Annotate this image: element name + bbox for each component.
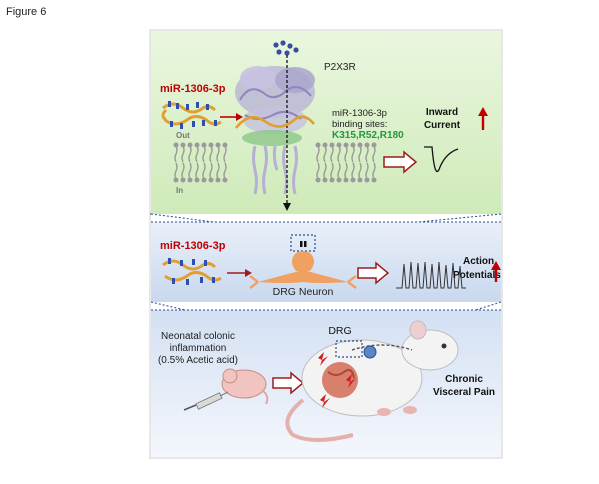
treatment-line3: (0.5% Acetic acid) <box>158 355 238 366</box>
atp-molecules-icon <box>273 40 299 56</box>
top-panel: miR-1306-3p Out In P2X3R miR-1306-3p bin… <box>151 31 501 214</box>
effect-arrow-middle <box>357 261 390 285</box>
outcome-line2: Visceral Pain <box>433 387 495 398</box>
membrane-left <box>174 145 227 180</box>
binding-arrow-icon-middle <box>245 269 252 277</box>
effect-arrow-top <box>383 150 418 174</box>
drg-ganglion-icon <box>363 345 377 359</box>
membrane-heads-left <box>173 142 228 183</box>
increase-arrow-icon-top <box>478 107 488 130</box>
current-label-line1: Inward <box>426 107 458 118</box>
drg-neuron-icon <box>249 251 357 289</box>
middle-panel: DRG Neuron miR-1306-3p Action Potentials <box>151 221 501 302</box>
treatment-line1: Neonatal colonic <box>161 331 235 342</box>
drg-label: DRG <box>328 325 351 337</box>
bound-mirna-icon <box>234 115 315 129</box>
increase-arrow-icon-middle <box>491 261 501 282</box>
mirna-structure-icon-middle <box>162 258 222 285</box>
neuron-label: DRG Neuron <box>273 286 334 298</box>
adult-rat-icon <box>285 320 459 442</box>
receptor-label: P2X3R <box>324 62 356 73</box>
binding-arrow-icon <box>236 113 243 121</box>
out-label: Out <box>176 131 190 140</box>
figure-label: Figure 6 <box>6 6 47 18</box>
ap-label-line2: Potentials <box>453 270 501 281</box>
mirna-structure-icon-top <box>161 101 222 129</box>
pain-bolt-icon <box>318 352 356 408</box>
outcome-line1: Chronic <box>445 374 483 385</box>
neonatal-rat-icon <box>221 368 269 405</box>
membrane-right <box>316 145 376 180</box>
inward-current-trace <box>424 146 459 173</box>
current-label-line2: Current <box>424 120 461 131</box>
p2x3-receptor-structure-icon <box>235 66 315 195</box>
binding-title-line1: miR-1306-3p <box>332 108 387 119</box>
mirna-label-top: miR-1306-3p <box>160 83 226 95</box>
bottom-panel: Neonatal colonic inflammation (0.5% Acet… <box>151 309 501 457</box>
mirna-label-middle: miR-1306-3p <box>160 240 226 252</box>
binding-sites: K315,R52,R180 <box>332 130 404 141</box>
binding-title-line2: binding sites: <box>332 119 387 130</box>
action-potential-trace <box>396 261 466 289</box>
in-label: In <box>176 186 183 195</box>
treatment-line2: inflammation <box>170 343 227 354</box>
membrane-heads-right <box>315 142 377 183</box>
ap-label-line1: Action <box>463 256 494 267</box>
syringe-icon <box>183 391 229 411</box>
effect-arrow-bottom <box>272 371 305 395</box>
drg-zoom-box <box>335 340 363 358</box>
